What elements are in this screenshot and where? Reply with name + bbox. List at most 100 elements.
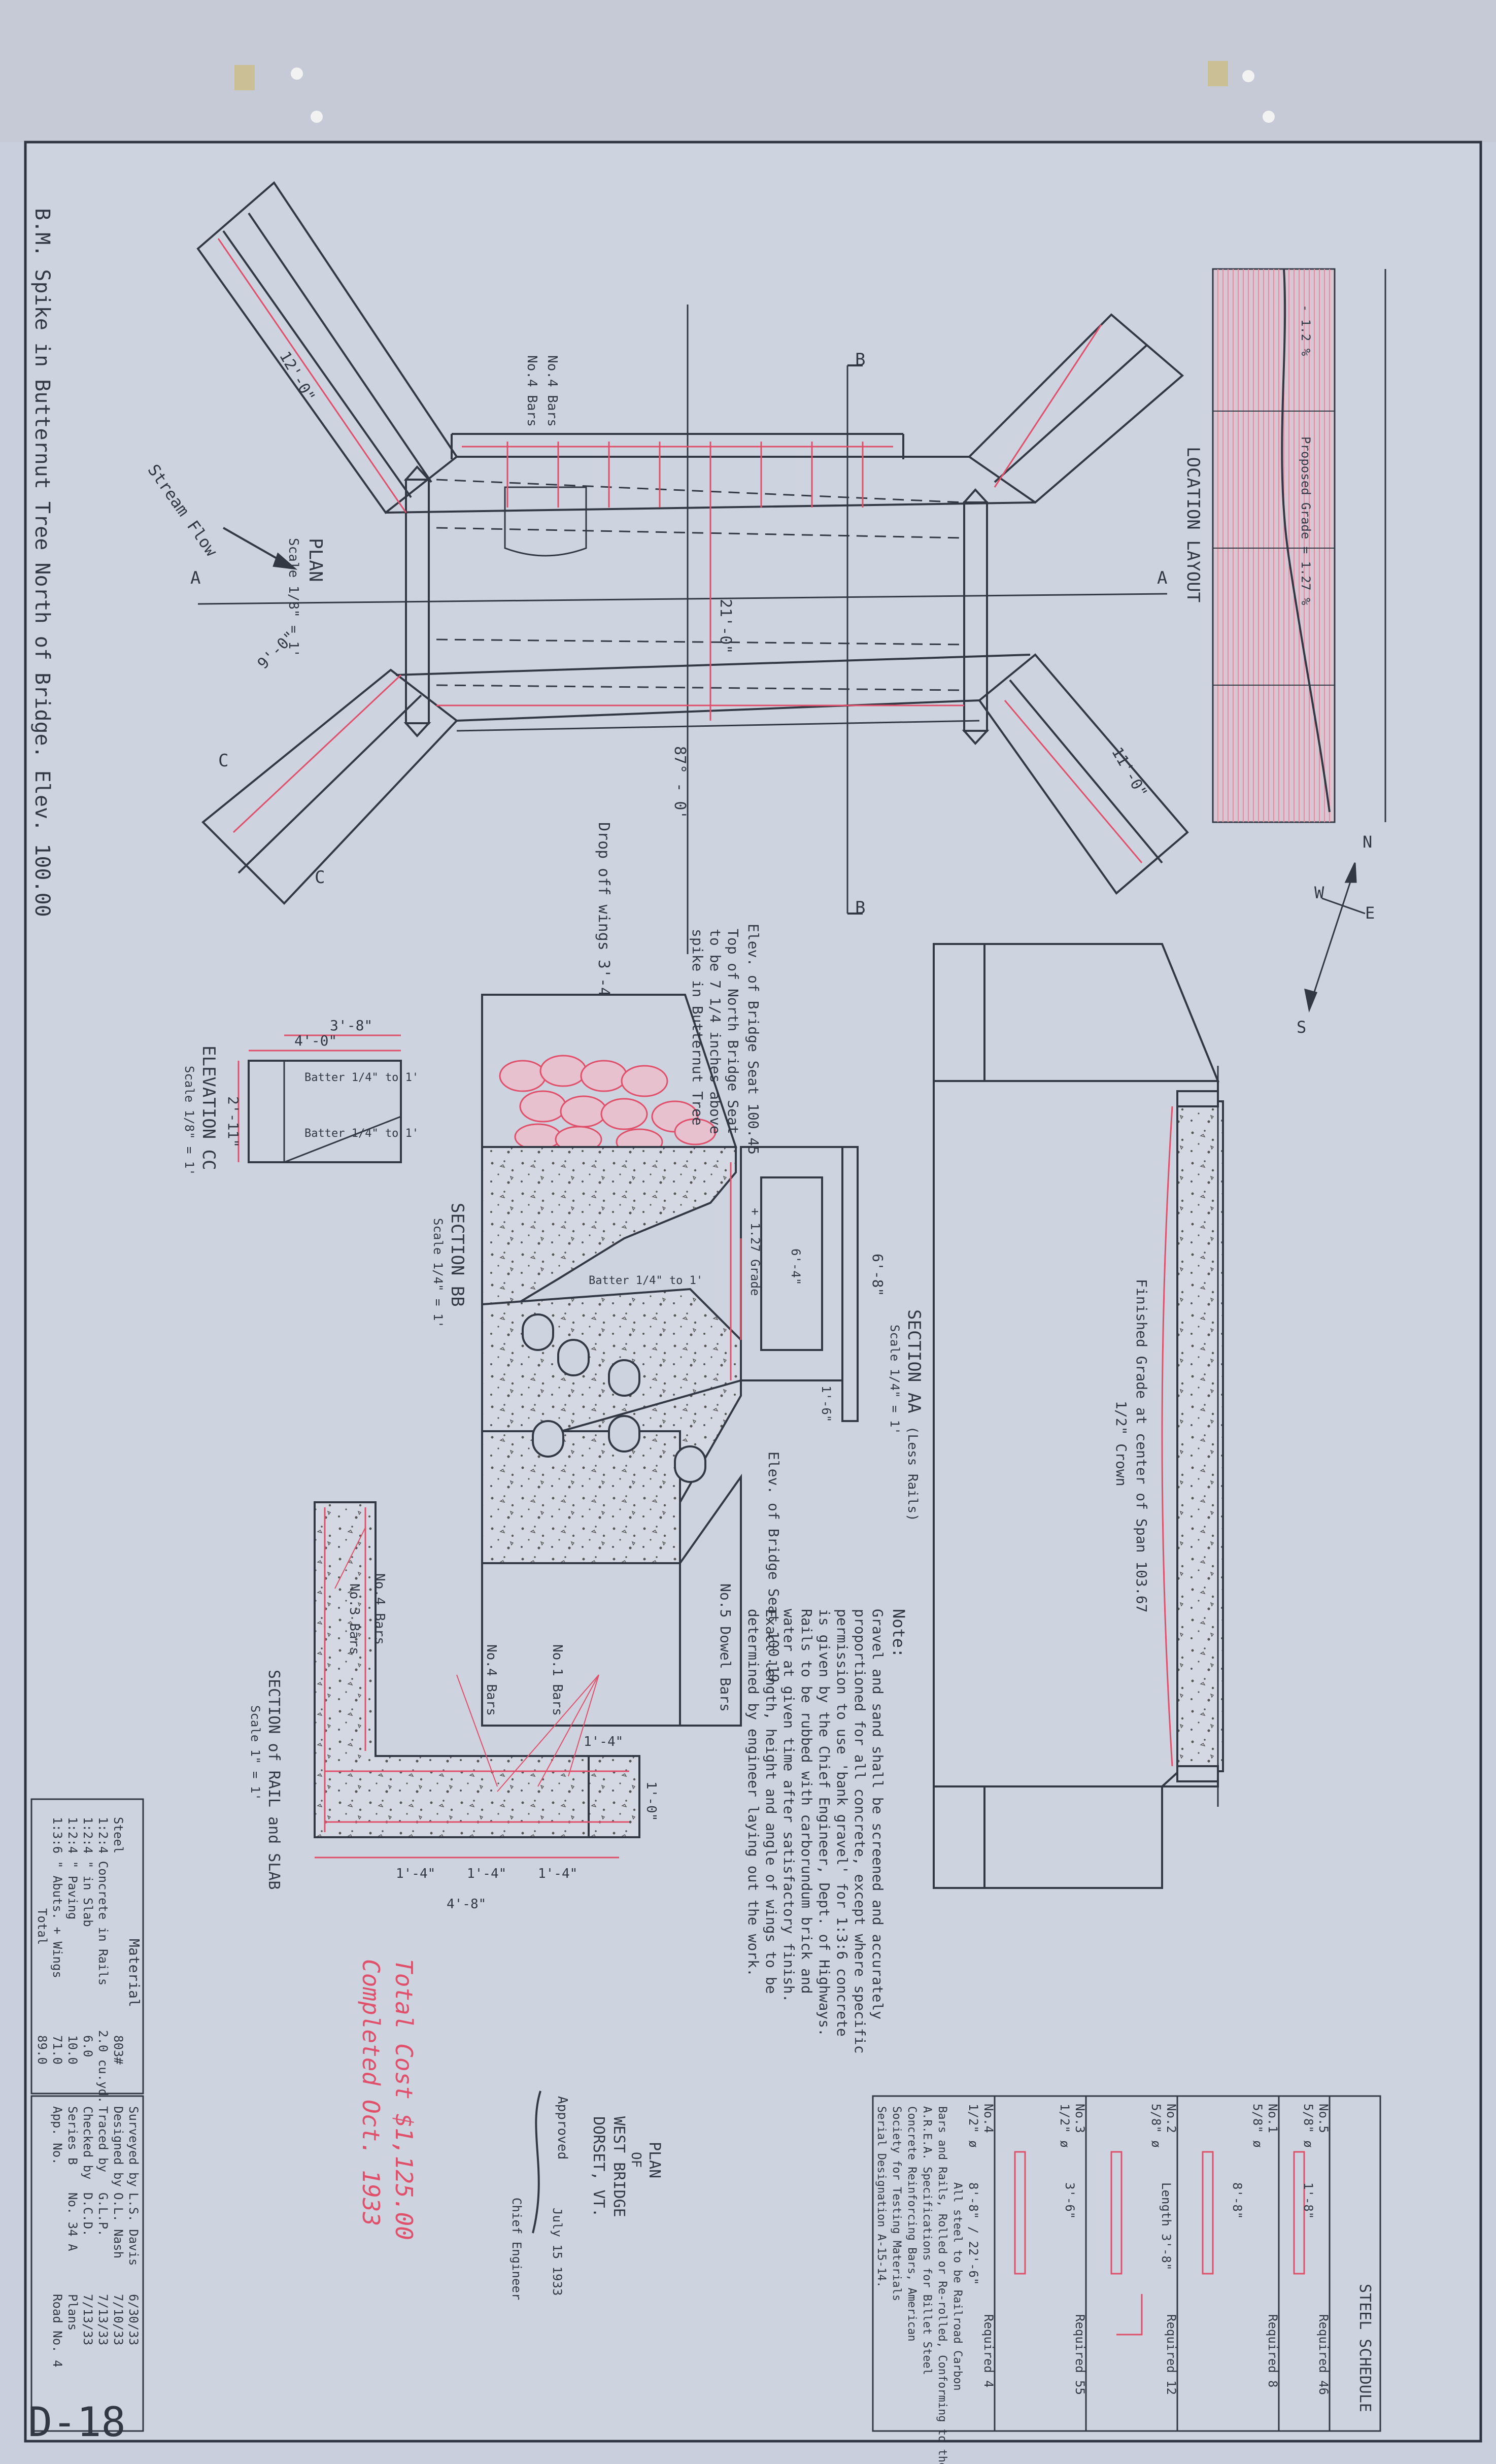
steel-required-4: Required 55 <box>1073 2314 1087 2395</box>
steel-schedule <box>872 2095 1381 2432</box>
material-item-6: Total <box>35 1908 49 1945</box>
compass-n: N <box>1363 832 1372 852</box>
credit-role-3: Traced by <box>96 2106 110 2172</box>
steel-size-1: 5/8" ø <box>1301 2104 1315 2148</box>
credit-name-2: O.L. Nash <box>111 2192 125 2258</box>
section-rail-slab <box>314 1501 640 1859</box>
credit-role-2: Designed by <box>111 2106 125 2187</box>
steel-size-4: 1/2" ø <box>1058 2104 1072 2148</box>
compass-w: W <box>1314 883 1324 902</box>
span-dimension: 21'-0" <box>717 599 734 654</box>
location-layout-grid <box>1212 268 1386 823</box>
elevation-cc <box>237 1034 402 1164</box>
rail-slab-title: SECTION of RAIL and SLAB <box>265 1670 283 1889</box>
steel-note-3: A.R.E.A. Specifications for Billet Steel <box>921 2106 933 2375</box>
steel-bar-5: No.4 <box>981 2104 996 2133</box>
steel-required-5: Required 4 <box>981 2314 996 2388</box>
steel-length-3: Length 3'-8" <box>1159 2182 1173 2270</box>
credit-role-4: Checked by <box>81 2106 95 2180</box>
steel-note-2: Bars and Rails, Rolled or Re-rolled, Con… <box>936 2106 948 2464</box>
rail-dim-3: 1'-4" <box>538 1866 577 1881</box>
credit-date-4: 7/13/33 <box>81 2294 95 2345</box>
elevation-cc-batter-1: Batter 1/4" to 1' <box>304 1071 419 1084</box>
top-note-1: Top of North Bridge Seat <box>725 929 741 1134</box>
steel-note-1: All steel to be Railroad Carbon <box>951 2182 964 2391</box>
section-bb-batter: Batter 1/4" to 1' <box>589 1274 703 1287</box>
section-bb-bottom-dim: 1'-6" <box>819 1386 833 1422</box>
elevation-cc-title: ELEVATION CC <box>198 1045 219 1170</box>
section-aa-title: SECTION AA <box>904 1309 924 1413</box>
credit-date-6: Road No. 4 <box>50 2294 64 2368</box>
rail-dim-1: 1'-4" <box>396 1866 435 1881</box>
material-table <box>30 1798 144 2095</box>
plan-red-dims <box>217 238 1143 863</box>
crown-label: 1/2" Crown <box>1113 1401 1130 1487</box>
material-qty-2: 2.0 cu.yd. <box>96 2030 110 2104</box>
section-mark-b-bottom: B <box>855 898 865 918</box>
material-item-3: 1:2:4 " in Slab <box>81 1817 95 1927</box>
steel-size-2: 5/8" ø <box>1250 2104 1265 2148</box>
note-line-5: Rails to be rubbed with carborundum bric… <box>798 1609 815 1994</box>
material-item-1: Steel <box>111 1817 125 1853</box>
red-note-cost: Total Cost $1,125.00 <box>390 1959 418 2240</box>
credit-date-5: Plans <box>65 2294 80 2331</box>
dowel-bars-label: No.5 Dowel Bars <box>717 1583 734 1712</box>
steel-note-5: Society for Testing Materials <box>890 2106 903 2301</box>
material-title: Material <box>126 1939 143 2007</box>
title-bridge: WEST BRIDGE <box>610 2116 628 2217</box>
steel-required-1: Required 46 <box>1316 2314 1331 2395</box>
section-aa-scale: Scale 1/4" = 1' <box>888 1325 902 1435</box>
elevation-cc-width: 4'-0" <box>294 1032 337 1049</box>
credit-name-3: G.L.P. <box>96 2192 110 2237</box>
note-title: Note: <box>889 1609 908 1658</box>
steel-length-5: 8'-8" / 22'-6" <box>966 2182 980 2285</box>
steel-bar-3: No.2 <box>1164 2104 1178 2133</box>
title-chief-engineer: Chief Engineer <box>509 2198 524 2300</box>
location-layout-title: LOCATION LAYOUT <box>1183 447 1203 602</box>
section-bb-grade: + 1.27 Grade <box>748 1208 762 1296</box>
section-bb <box>481 994 859 1727</box>
section-mark-a-left: A <box>190 568 200 588</box>
rail-dim-5: 1'-4" <box>584 1734 623 1749</box>
steel-length-4: 3'-6" <box>1063 2182 1077 2219</box>
bars-label-2: No.4 Bars <box>524 355 539 427</box>
plan-title: PLAN <box>305 538 326 582</box>
rail-slab-scale: Scale 1" = 1' <box>248 1705 262 1801</box>
plan-view <box>196 181 1189 954</box>
skew-angle: 87° - 0' <box>671 746 689 820</box>
seat-elev-north: Elev. of Bridge Seat 100.45 <box>745 924 762 1155</box>
drop-wings-label: Drop off wings 3'-4" <box>595 822 613 1005</box>
compass-e: E <box>1365 903 1375 923</box>
section-aa-subtitle: (Less Rails) <box>905 1426 920 1522</box>
credits-block <box>30 2095 144 2432</box>
material-qty-1: 803# <box>111 2035 125 2065</box>
elevation-cc-batter-2: Batter 1/4" to 1' <box>304 1127 419 1140</box>
section-bb-title: SECTION BB <box>447 1203 467 1307</box>
steel-required-3: Required 12 <box>1164 2314 1178 2395</box>
steel-length-2: 8'-8" <box>1230 2182 1244 2219</box>
title-of: OF <box>628 2152 643 2168</box>
steel-bar-2: No.1 <box>1266 2104 1280 2133</box>
note-line-6: water at given time after satisfactory f… <box>780 1609 797 2002</box>
rail-dim-6: 1'-0" <box>643 1781 659 1821</box>
material-item-5: 1:3:6 " Abuts. + Wings <box>50 1817 64 1978</box>
seat-elev-south: Elev. of Bridge Seat 100.19 <box>765 1452 782 1682</box>
title-approved: Approved <box>555 2096 570 2159</box>
credit-role-6: App. No. <box>50 2106 64 2165</box>
credit-date-2: 7/10/33 <box>111 2294 125 2345</box>
rail-dim-2: 1'-4" <box>467 1866 506 1881</box>
top-note-3: spike in Butternut Tree <box>689 929 706 1126</box>
benchmark-note: B.M. Spike in Butternut Tree North of Br… <box>30 208 54 917</box>
title-date: July 15 1933 <box>550 2208 564 2296</box>
elevation-cc-height: 2'-11" <box>225 1096 242 1147</box>
steel-schedule-title: STEEL SCHEDULE <box>1356 2284 1374 2412</box>
steel-size-5: 1/2" ø <box>966 2104 980 2148</box>
credit-name-4: D.C.D. <box>81 2192 95 2237</box>
location-slope: - 1.2 % <box>1299 305 1313 356</box>
material-qty-4: 10.0 <box>65 2035 80 2065</box>
section-mark-c-2: C <box>315 867 325 888</box>
rail-bars-3: No.4 Bars <box>484 1644 499 1716</box>
steel-required-2: Required 8 <box>1266 2314 1280 2388</box>
credit-date-1: 6/30/33 <box>126 2294 141 2345</box>
steel-size-3: 5/8" ø <box>1149 2104 1163 2148</box>
